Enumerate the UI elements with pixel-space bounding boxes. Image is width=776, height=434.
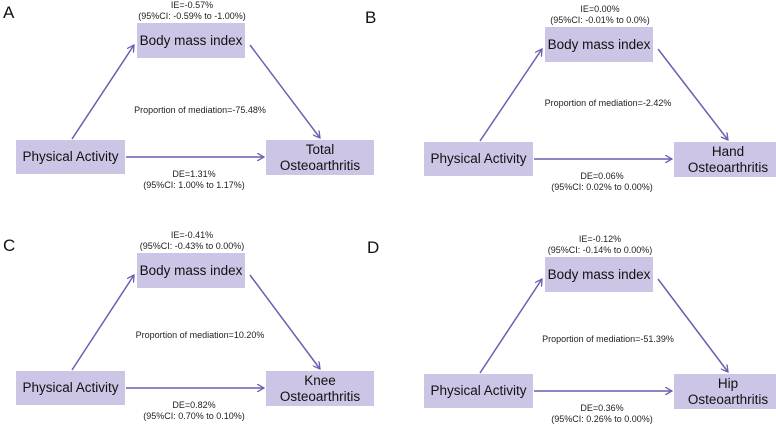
outcome-label-line2: Osteoarthritis bbox=[687, 391, 769, 407]
direct-effect: DE=1.31% bbox=[172, 169, 216, 179]
mediator-label: Body mass index bbox=[547, 266, 651, 282]
outcome-label-line1: Total bbox=[305, 141, 335, 157]
exposure-label: Physical Activity bbox=[430, 383, 527, 398]
proportion-of-mediation: Proportion of mediation=-51.39% bbox=[542, 334, 674, 344]
outcome-label-line2: Osteoarthritis bbox=[687, 159, 769, 175]
indirect-effect: IE=-0.57% bbox=[170, 0, 214, 10]
exposure-label: Physical Activity bbox=[22, 380, 119, 395]
arrow-exposure-to-mediator bbox=[479, 279, 542, 374]
proportion-of-mediation: Proportion of mediation=-2.42% bbox=[544, 98, 672, 108]
mediator-box: Body mass index bbox=[545, 257, 653, 292]
indirect-effect: IE=0.00% bbox=[580, 4, 620, 14]
outcome-label-line2: Osteoarthritis bbox=[279, 157, 361, 173]
mediator-box: Body mass index bbox=[137, 253, 245, 288]
outcome-label-line1: Knee bbox=[304, 372, 336, 388]
direct-effect: DE=0.82% bbox=[172, 400, 216, 410]
mediator-label: Body mass index bbox=[139, 32, 243, 48]
exposure-box: Physical Activity bbox=[16, 371, 125, 405]
panel-c: C IE=-0.41% (95%CI: -0.43% to 0.00%) Bod… bbox=[0, 230, 380, 431]
direct-effect: DE=0.36% bbox=[580, 403, 624, 413]
exposure-box: Physical Activity bbox=[16, 140, 125, 174]
mediator-box: Body mass index bbox=[545, 27, 653, 62]
panel-label: D bbox=[367, 238, 380, 257]
panel-label: A bbox=[3, 3, 15, 22]
outcome-label-line1: Hip bbox=[717, 375, 739, 391]
indirect-effect: IE=-0.12% bbox=[578, 234, 622, 244]
exposure-box: Physical Activity bbox=[424, 142, 533, 176]
exposure-label: Physical Activity bbox=[430, 151, 527, 166]
arrows bbox=[71, 0, 380, 200]
arrows bbox=[479, 234, 776, 434]
direct-effect: DE=0.06% bbox=[580, 171, 624, 181]
panel-label: C bbox=[3, 236, 16, 255]
exposure-box: Physical Activity bbox=[424, 374, 533, 408]
panel-d: D IE=-0.12% (95%CI: -0.14% to 0.00%) Bod… bbox=[367, 234, 776, 434]
mediator-label: Body mass index bbox=[139, 262, 243, 278]
direct-effect-ci: (95%CI: 1.00% to 1.17%) bbox=[143, 180, 245, 190]
arrow-exposure-to-mediator bbox=[479, 49, 542, 142]
arrow-mediator-to-outcome bbox=[249, 274, 320, 369]
panel-b: B IE=0.00% (95%CI: -0.01% to 0.0%) Body … bbox=[365, 2, 776, 202]
outcome-label-line1: Hand bbox=[711, 143, 745, 159]
arrow-mediator-to-outcome bbox=[657, 278, 728, 372]
panel-a: A IE=-0.57% (95%CI: -0.59% to -1.00%) Bo… bbox=[0, 0, 380, 200]
exposure-label: Physical Activity bbox=[22, 149, 119, 164]
indirect-effect-ci: (95%CI: -0.43% to 0.00%) bbox=[139, 241, 245, 251]
proportion-of-mediation: Proportion of mediation=10.20% bbox=[135, 330, 265, 340]
arrow-exposure-to-mediator bbox=[71, 275, 134, 371]
indirect-effect: IE=-0.41% bbox=[170, 230, 214, 240]
arrow-mediator-to-outcome bbox=[249, 44, 320, 138]
arrow-mediator-to-outcome bbox=[657, 48, 728, 140]
arrows bbox=[71, 231, 380, 431]
direct-effect-ci: (95%CI: 0.70% to 0.10%) bbox=[143, 411, 245, 421]
arrow-exposure-to-mediator bbox=[71, 45, 134, 140]
mediator-label: Body mass index bbox=[547, 36, 651, 52]
indirect-effect-ci: (95%CI: -0.59% to -1.00%) bbox=[138, 11, 246, 21]
indirect-effect-ci: (95%CI: -0.01% to 0.0%) bbox=[550, 15, 650, 25]
mediator-box: Body mass index bbox=[137, 23, 245, 58]
outcome-label-line2: Osteoarthritis bbox=[279, 388, 361, 404]
direct-effect-ci: (95%CI: 0.02% to 0.00%) bbox=[551, 182, 653, 192]
arrows bbox=[479, 2, 776, 202]
proportion-of-mediation: Proportion of mediation=-75.48% bbox=[134, 105, 266, 115]
panel-label: B bbox=[365, 8, 377, 27]
indirect-effect-ci: (95%CI: -0.14% to 0.00%) bbox=[547, 245, 653, 255]
